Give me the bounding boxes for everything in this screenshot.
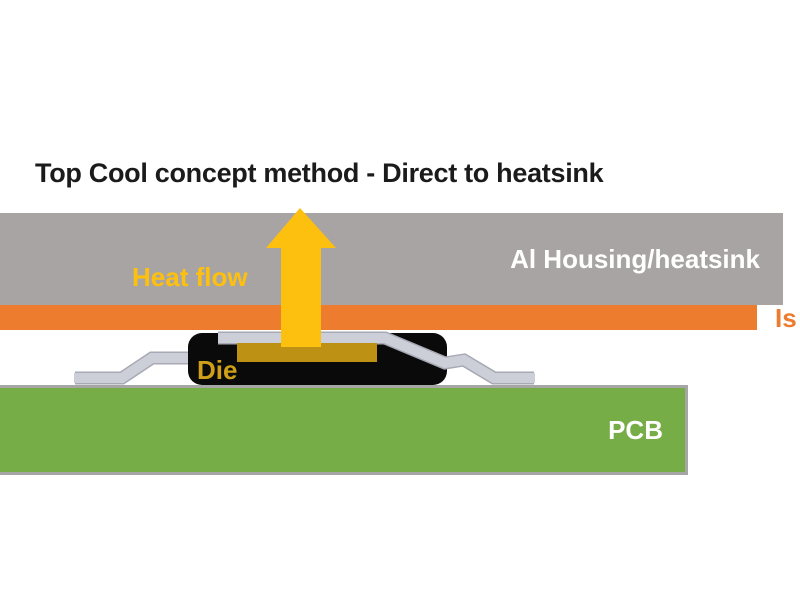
right-lead <box>218 333 535 383</box>
isolator-layer <box>0 305 757 330</box>
housing-heatsink-label: Al Housing/heatsink <box>510 243 760 274</box>
left-lead-outline <box>75 351 190 385</box>
isolator-label-partial: Is <box>775 303 797 333</box>
housing-heatsink-layer: Al Housing/heatsink <box>0 213 783 305</box>
die-pad <box>237 343 377 362</box>
pcb-label: PCB <box>608 414 663 445</box>
right-lead-outline <box>218 331 534 385</box>
heat-flow-label: Heat flow <box>132 262 248 292</box>
diagram-title: Top Cool concept method - Direct to heat… <box>35 158 604 188</box>
die-label: Die <box>197 355 238 385</box>
left-lead <box>74 353 190 383</box>
pcb-layer: PCB <box>0 385 688 475</box>
